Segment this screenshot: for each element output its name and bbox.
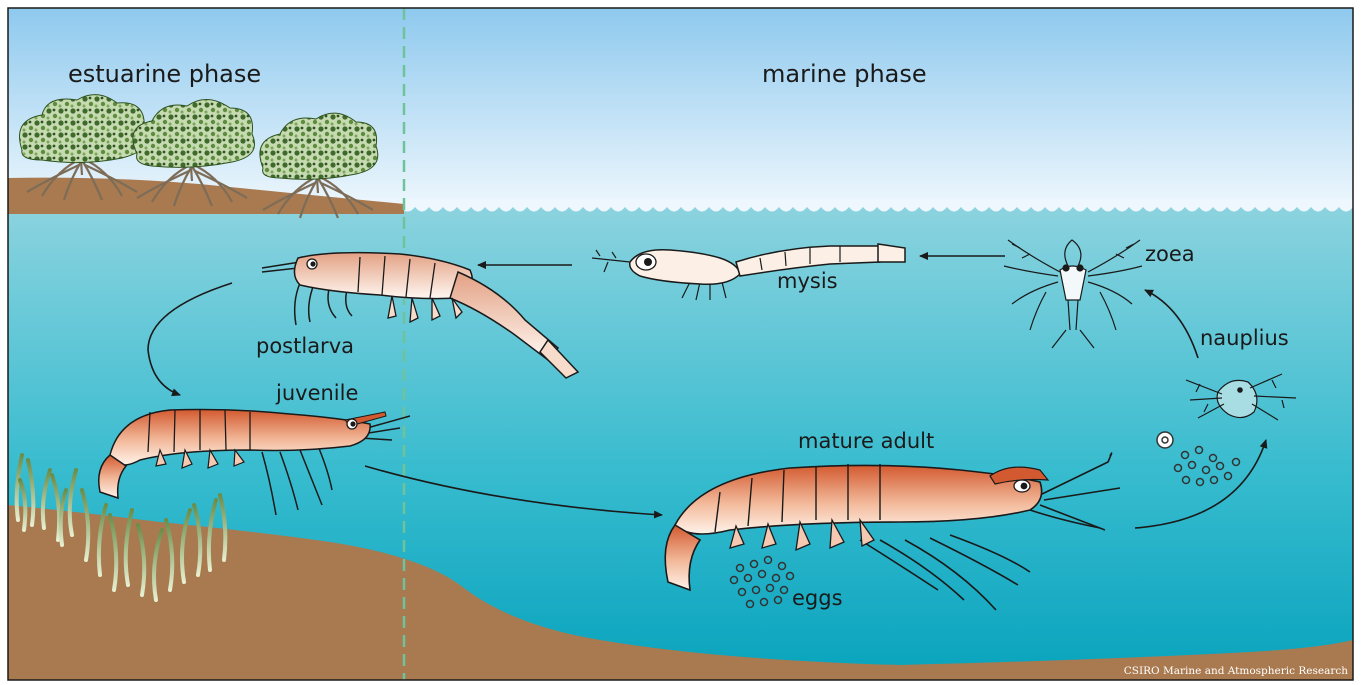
mysis-label: mysis: [777, 269, 838, 293]
eggs-label: eggs: [792, 586, 843, 610]
credit-text: CSIRO Marine and Atmospheric Research: [1124, 665, 1348, 677]
zoea-label: zoea: [1145, 242, 1195, 266]
marine-phase-label: marine phase: [762, 60, 927, 88]
estuarine-phase-label: estuarine phase: [68, 60, 261, 88]
juvenile-label: juvenile: [275, 381, 358, 405]
mature-adult-label: mature adult: [798, 429, 934, 453]
postlarva-label: postlarva: [256, 334, 354, 358]
nauplius-label: nauplius: [1200, 326, 1289, 350]
